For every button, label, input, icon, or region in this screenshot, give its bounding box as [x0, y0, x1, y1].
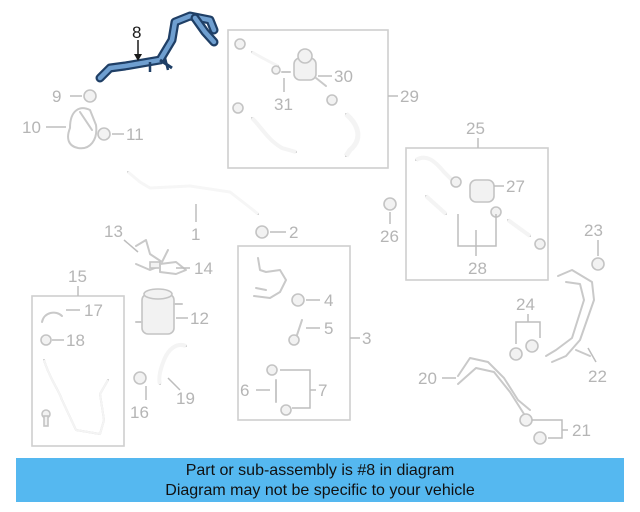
part-15-pipes — [40, 311, 109, 436]
leader-13 — [123, 239, 139, 253]
label-30: 30 — [334, 67, 353, 86]
label-24: 24 — [516, 295, 535, 314]
label-23: 23 — [584, 221, 603, 240]
label-9: 9 — [52, 87, 61, 106]
part-20-pipe — [457, 357, 531, 415]
label-26: 26 — [380, 227, 399, 246]
box-29 — [227, 29, 389, 169]
label-28: 28 — [468, 259, 487, 278]
part-12-pump — [135, 288, 183, 335]
leader-24 — [515, 314, 541, 344]
box-3 — [237, 245, 351, 421]
leader-7 — [280, 369, 316, 409]
label-22: 22 — [588, 367, 607, 386]
part-25-hoses — [414, 155, 546, 250]
label-14: 14 — [194, 259, 213, 278]
part-21-clamps — [519, 413, 547, 445]
label-12: 12 — [190, 309, 209, 328]
label-11: 11 — [126, 125, 144, 144]
part-23-clamp — [591, 257, 605, 271]
part-9-clamp — [83, 89, 97, 103]
box-25 — [405, 147, 549, 281]
label-3: 3 — [362, 329, 371, 348]
label-29: 29 — [400, 87, 419, 106]
label-2: 2 — [289, 223, 298, 242]
part-13-bracket — [135, 239, 169, 271]
banner-line-1: Part or sub-assembly is #8 in diagram — [185, 462, 455, 479]
part-8-coolant-pipe[interactable] — [95, 11, 219, 83]
leader-28 — [457, 214, 497, 256]
label-7: 7 — [318, 381, 327, 400]
part-8-leader — [134, 40, 142, 61]
part-22-pipes — [545, 269, 595, 363]
label-6: 6 — [240, 381, 249, 400]
label-16: 16 — [130, 403, 149, 422]
part-11-clamp — [97, 127, 111, 141]
label-31: 31 — [274, 95, 293, 114]
part-3-pipe — [253, 257, 287, 299]
label-25: 25 — [466, 119, 485, 138]
part-26-clamp — [383, 197, 397, 211]
label-15: 15 — [68, 267, 87, 286]
label-1: 1 — [191, 225, 200, 244]
leader-22 — [587, 347, 597, 363]
leader-21 — [532, 419, 568, 439]
part-19-hose — [157, 343, 187, 385]
label-13: 13 — [104, 222, 123, 241]
part-30-valve — [281, 48, 327, 87]
label-19: 19 — [176, 389, 195, 408]
info-banner: Part or sub-assembly is #8 in diagram Di… — [16, 458, 624, 502]
label-20: 20 — [418, 369, 437, 388]
label-10: 10 — [22, 118, 41, 137]
part-29-hoses — [232, 38, 361, 158]
part-4-clamp — [291, 293, 305, 307]
label-8: 8 — [132, 23, 141, 42]
parts-diagram: 8 9 10 11 29 30 31 — [22, 11, 607, 447]
label-21: 21 — [572, 421, 591, 440]
part-27-valve — [450, 176, 502, 218]
part-5-hose — [288, 319, 303, 346]
part-1-pipe — [127, 170, 259, 216]
label-18: 18 — [66, 331, 85, 350]
label-4: 4 — [324, 291, 333, 310]
part-16-clamp — [133, 371, 147, 385]
label-17: 17 — [84, 301, 103, 320]
banner-line-2: Diagram may not be specific to your vehi… — [165, 482, 475, 499]
leader-19 — [167, 377, 181, 391]
part-24-clamps — [509, 339, 539, 361]
part-10-hose — [67, 107, 98, 150]
part-2-clamp — [255, 225, 269, 239]
part-6-hose — [266, 364, 292, 416]
label-27: 27 — [506, 177, 525, 196]
part-14-bracket — [159, 261, 187, 275]
label-5: 5 — [324, 319, 333, 338]
